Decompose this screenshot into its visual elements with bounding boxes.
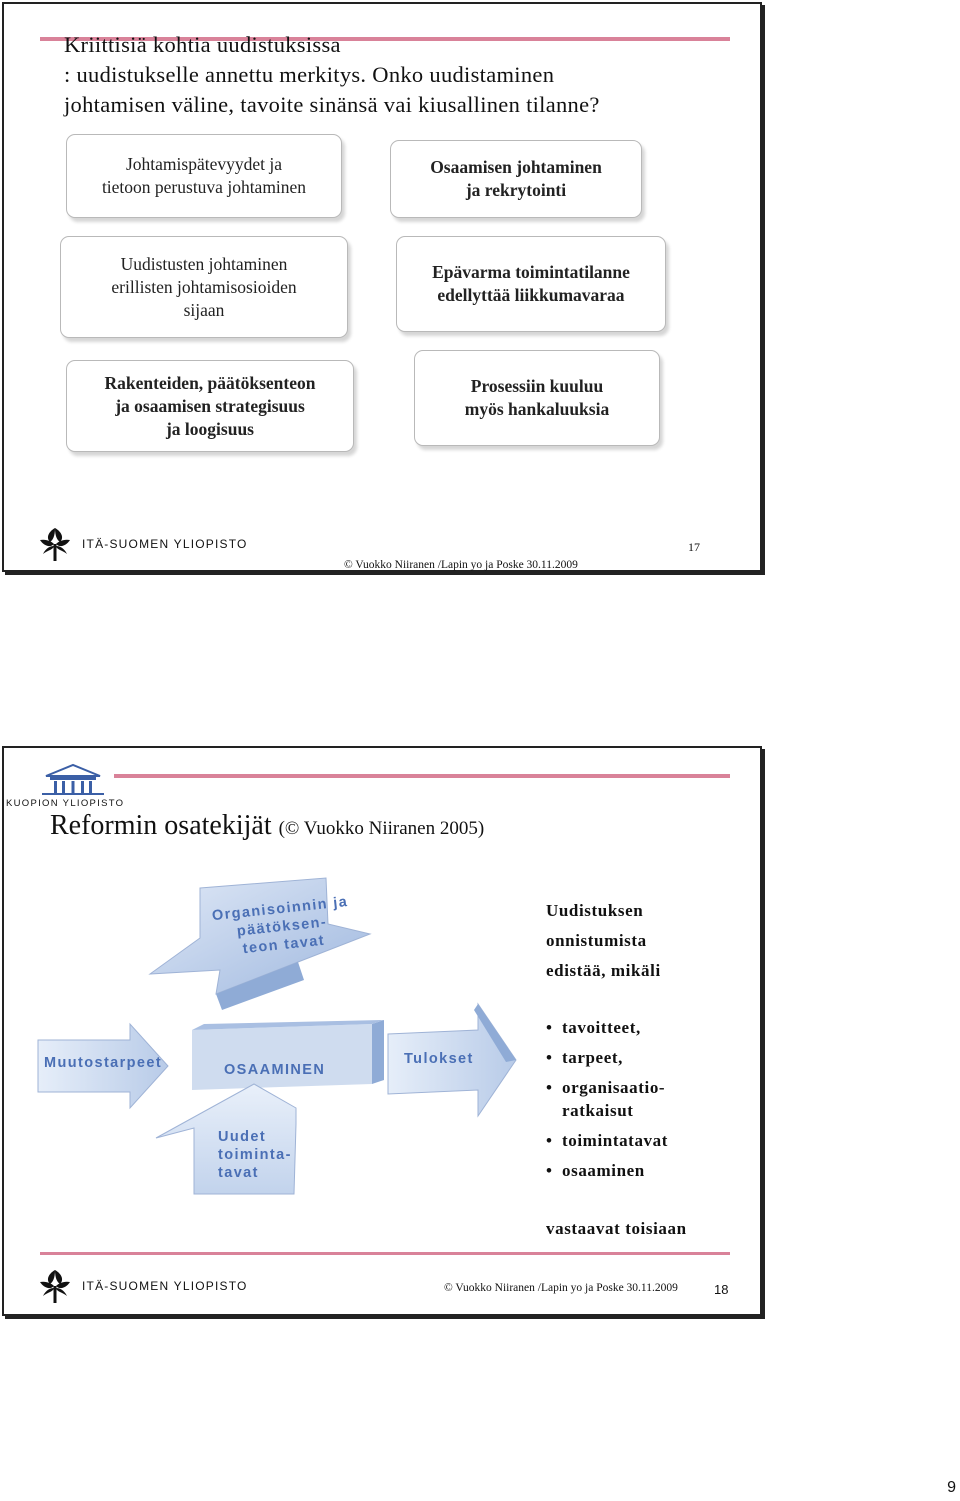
box-osaamisen-johtaminen: Osaamisen johtaminen ja rekrytointi — [390, 140, 642, 218]
arrow-organisoinnin — [148, 877, 372, 1010]
osaaminen-block — [192, 1020, 384, 1090]
arrow-uudet — [155, 1083, 297, 1195]
logo-text: ITÄ-SUOMEN YLIOPISTO — [82, 1279, 248, 1293]
page-number: 9 — [947, 1479, 956, 1496]
box-text: Johtamispätevyydet ja tietoon perustuva … — [101, 154, 307, 197]
title-line-2: : uudistukselle annettu merkitys. Onko u… — [64, 62, 555, 87]
kuopio-logo-text: KUOPION YLIOPISTO — [6, 798, 125, 809]
arrow-muutostarpeet — [37, 1022, 169, 1110]
success-conditions-list: tavoitteet, tarpeet, organisaatio- ratka… — [546, 1016, 668, 1189]
slide-number: 17 — [688, 540, 700, 554]
title-line-1: Kriittisiä kohtia uudistuksissa — [64, 32, 341, 57]
box-epavarma-toimintatilanne: Epävarma toimintatilanne edellyttää liik… — [396, 236, 666, 332]
box-text: Prosessiin kuuluu myös hankaluuksia — [464, 376, 610, 419]
title-accent-line — [40, 37, 730, 41]
label-tulokset: Tulokset — [404, 1051, 474, 1067]
title-line-3: johtamisen väline, tavoite sinänsä vai k… — [64, 92, 600, 117]
list-item: osaaminen — [546, 1159, 668, 1182]
copyright: © Vuokko Niiranen /Lapin yo ja Poske 30.… — [444, 1282, 678, 1294]
box-johtamispatevyydet: Johtamispätevyydet ja tietoon perustuva … — [66, 134, 342, 218]
list-item: tavoitteet, — [546, 1016, 668, 1039]
slide-18: KUOPION YLIOPISTO Reformin osatekijät (©… — [2, 746, 762, 1316]
success-intro: Uudistuksen onnistumista edistää, mikäli — [546, 901, 661, 980]
uef-logo: ITÄ-SUOMEN YLIOPISTO — [38, 1268, 248, 1304]
footer-accent-line — [40, 1252, 730, 1255]
slide-title: Reformin osatekijät (© Vuokko Niiranen 2… — [50, 810, 484, 842]
uef-leaf-icon — [40, 1270, 70, 1303]
slide-title: Kriittisiä kohtia uudistuksissa : uudist… — [64, 30, 754, 120]
box-prosessiin-kuuluu: Prosessiin kuuluu myös hankaluuksia — [414, 350, 660, 446]
label-uudet-toimintatavat: Uudet toiminta- tavat — [218, 1129, 292, 1181]
list-item: toimintatavat — [546, 1129, 668, 1152]
box-text: Osaamisen johtaminen ja rekrytointi — [430, 157, 602, 200]
uef-leaf-icon — [40, 528, 70, 561]
reform-diagram — [37, 877, 517, 1195]
title-sub: (© Vuokko Niiranen 2005) — [278, 818, 485, 839]
arrow-tulokset — [387, 1002, 517, 1118]
box-text: Uudistusten johtaminen erillisten johtam… — [111, 253, 297, 320]
closing-text: vastaavat toisiaan — [546, 1219, 687, 1238]
list-item: tarpeet, — [546, 1046, 668, 1069]
header-accent-line — [114, 774, 730, 778]
uef-logo: ITÄ-SUOMEN YLIOPISTO — [38, 526, 248, 562]
box-text: Rakenteiden, päätöksenteon ja osaamisen … — [104, 372, 316, 439]
box-uudistusten-johtaminen: Uudistusten johtaminen erillisten johtam… — [60, 236, 348, 338]
slide-number: 18 — [714, 1282, 729, 1297]
logo-text: ITÄ-SUOMEN YLIOPISTO — [82, 537, 248, 551]
title-main: Reformin osatekijät — [50, 810, 272, 841]
label-osaaminen: OSAAMINEN — [224, 1062, 326, 1078]
copyright: © Vuokko Niiranen /Lapin yo ja Poske 30.… — [344, 559, 578, 571]
box-rakenteiden-strategisuus: Rakenteiden, päätöksenteon ja osaamisen … — [66, 360, 354, 452]
list-item: organisaatio- ratkaisut — [546, 1076, 668, 1122]
kuopio-building-icon — [42, 763, 104, 795]
box-text: Epävarma toimintatilanne edellyttää liik… — [432, 262, 630, 305]
label-muutostarpeet: Muutostarpeet — [44, 1055, 163, 1071]
slide-17: Kriittisiä kohtia uudistuksissa : uudist… — [2, 2, 762, 572]
